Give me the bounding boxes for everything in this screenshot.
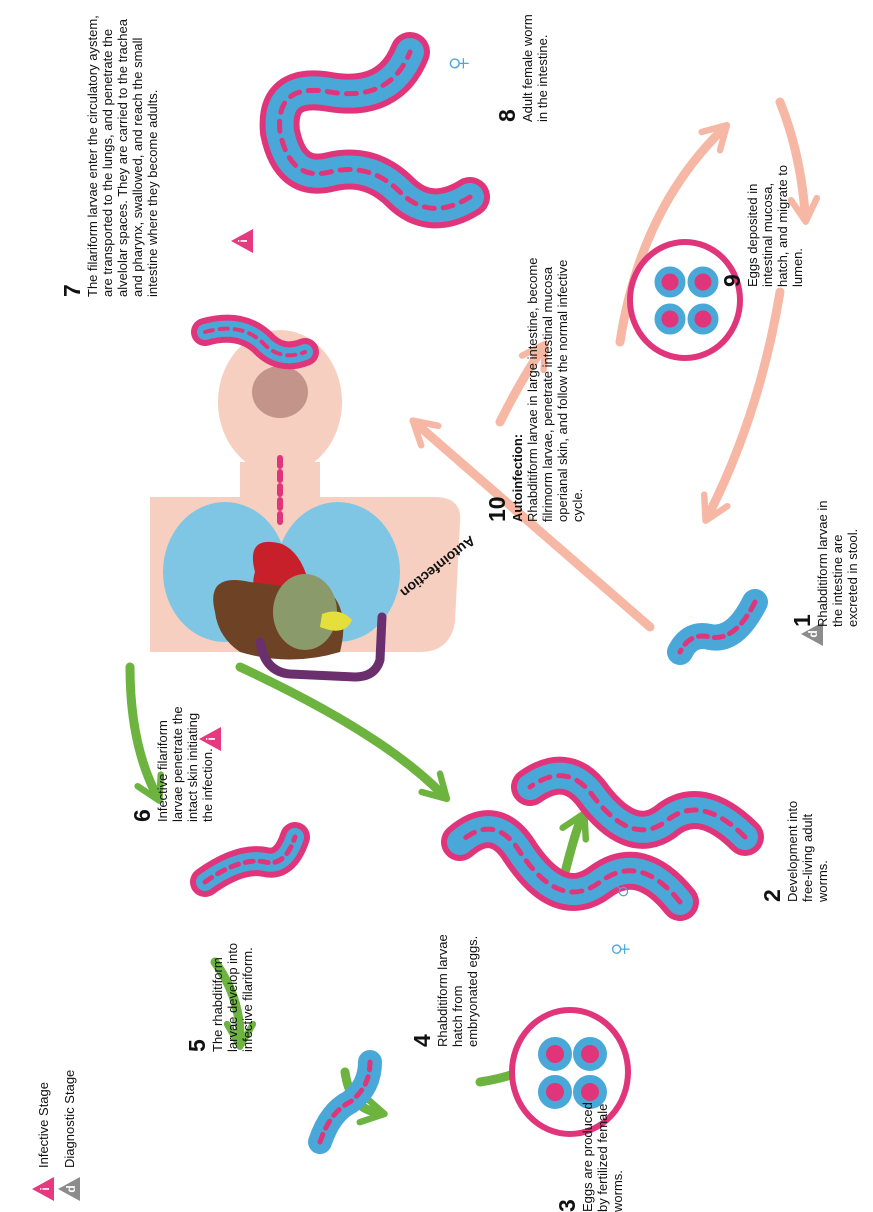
step-10-title: Autoinfection: (510, 252, 525, 522)
step-2-text: Development into free-living adult worms… (785, 801, 830, 902)
step-1-number: 1 (790, 492, 815, 627)
diagnostic-stage-icon: d (57, 1176, 81, 1202)
legend-diagnostic-label: Diagnostic Stage (62, 1070, 77, 1168)
female-symbol-stage8: ♀ (440, 50, 476, 77)
legend: i Infective Stage d Diagnostic Stage (30, 972, 82, 1202)
step-3-text: Eggs are produced by fertilized female w… (580, 1102, 625, 1212)
larva-stage1 (680, 602, 755, 652)
step-9-number: 9 (720, 147, 745, 287)
step-1-text: Rhabditiform larvae in the intestine are… (815, 501, 860, 627)
head-spot (252, 366, 308, 418)
stomach (273, 574, 337, 650)
human-body (150, 330, 460, 677)
infective-stage7-icon: i (230, 228, 254, 254)
step-3-number: 3 (555, 1102, 580, 1212)
step-2-label: 2 Development into free-living adult wor… (760, 792, 830, 902)
step-10-text: Rhabditiform larvae in large intestine, … (525, 258, 585, 522)
step-5-number: 5 (185, 937, 210, 1052)
step-8-number: 8 (495, 12, 520, 122)
step-10-number: 10 (485, 252, 510, 522)
legend-diagnostic: d Diagnostic Stage (56, 972, 82, 1202)
step-7-text: The filariform larvae enter the circulat… (85, 15, 160, 297)
male-symbol-stage2: ♂ (603, 877, 637, 903)
step-7-label: 7 The filariform larvae enter the circul… (60, 7, 160, 297)
step-5-label: 5 The rhabditiform larvae develop into i… (185, 937, 255, 1052)
step-6-label: 6 Infective filariform larvae penetrate … (130, 702, 215, 822)
step-1-label: 1 Rhabditiform larvae in the intestine a… (790, 492, 860, 627)
step-3-label: 3 Eggs are produced by fertilized female… (555, 1102, 625, 1212)
step-8-text: Adult female worm in the intestine. (520, 14, 550, 122)
step-6-text: Infective filariform larvae penetrate th… (155, 706, 215, 822)
larva-stage5 (205, 837, 295, 882)
step-4-label: 4 Rhabditiform larvae hatch from embryon… (410, 912, 480, 1047)
arrow-1-to-6 (240, 667, 440, 792)
female-symbol-stage2: ♀ (603, 937, 637, 963)
step-7-number: 7 (60, 7, 85, 297)
step-9-label: 9 Eggs deposited in intestinal mucosa, h… (720, 147, 805, 287)
step-8-label: 8 Adult female worm in the intestine. (495, 12, 550, 122)
step-5-text: The rhabditiform larvae develop into inf… (210, 943, 255, 1052)
legend-infective-label: Infective Stage (36, 1082, 51, 1168)
infective-stage-icon: i (31, 1176, 55, 1202)
step-4-number: 4 (410, 912, 435, 1047)
step-10-label: 10 Autoinfection: Rhabditiform larvae in… (485, 252, 585, 522)
step-6-number: 6 (130, 702, 155, 822)
step-4-text: Rhabditiform larvae hatch from embryonat… (435, 934, 480, 1047)
step-9-text: Eggs deposited in intestinal mucosa, hat… (745, 165, 805, 287)
legend-infective: i Infective Stage (30, 972, 56, 1202)
step-2-number: 2 (760, 792, 785, 902)
